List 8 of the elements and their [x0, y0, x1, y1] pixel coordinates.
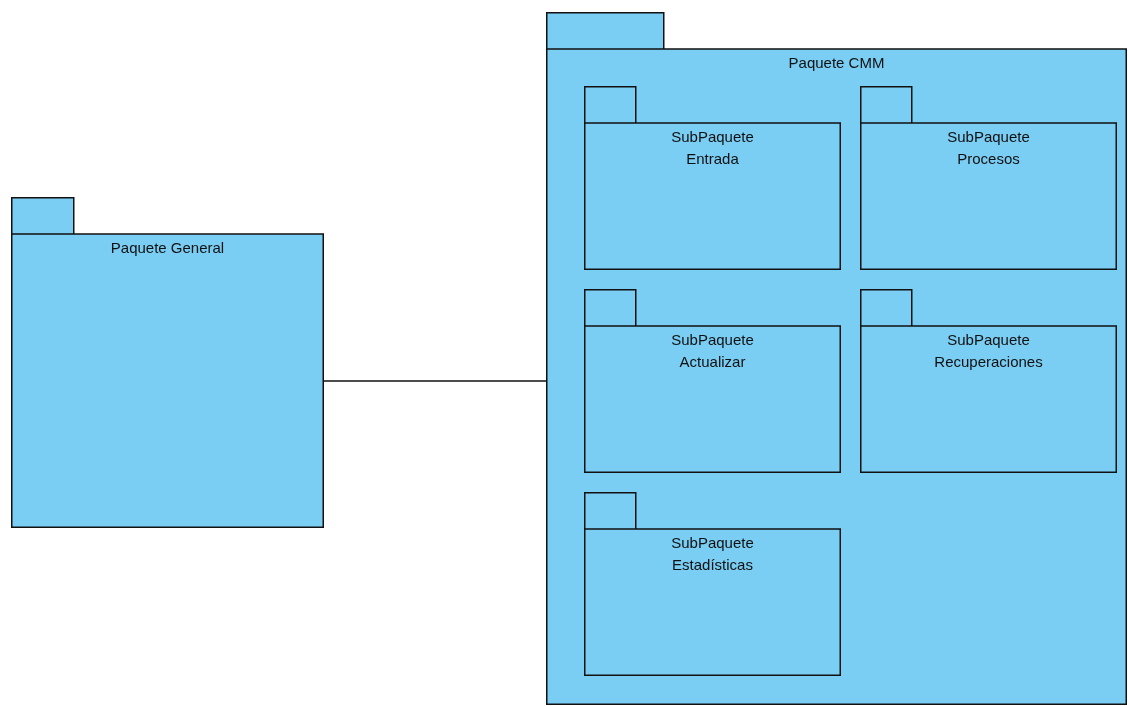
package-name: SubPaquete Recuperaciones — [933, 330, 1044, 372]
package-name: SubPaquete Actualizar — [670, 330, 755, 372]
package-name: Paquete General — [109, 238, 226, 258]
package-name: SubPaquete Procesos — [946, 127, 1031, 169]
package-name: SubPaquete Entrada — [670, 127, 755, 169]
package-name: Paquete CMM — [787, 53, 886, 73]
package-name: SubPaquete Estadísticas — [670, 533, 755, 575]
connector-line — [323, 380, 547, 382]
